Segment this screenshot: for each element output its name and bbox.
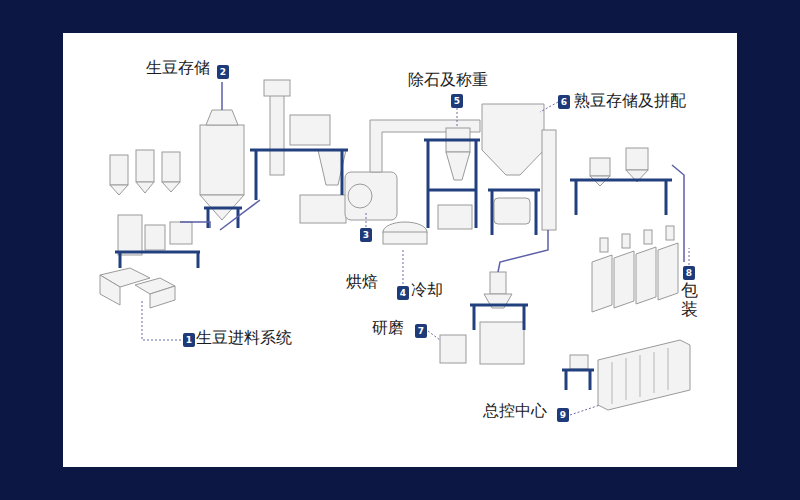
- callout-number: 4: [397, 286, 409, 300]
- callout-number: 7: [415, 324, 427, 338]
- callout-number: 6: [558, 95, 570, 109]
- callout-number: 9: [557, 408, 569, 422]
- callout-number: 3: [360, 228, 372, 242]
- callout-number: 8: [683, 266, 695, 280]
- callout-number: 2: [217, 65, 229, 79]
- callout-number: 1: [183, 333, 195, 347]
- stage-label: 冷却: [411, 280, 443, 299]
- stage-label: 熟豆存储及拼配: [574, 91, 686, 110]
- callout-number: 5: [451, 94, 463, 108]
- stage-label: 烘焙: [346, 272, 378, 291]
- stage-label: 总控中心: [483, 401, 547, 420]
- stage-label: 生豆进料系统: [196, 328, 292, 347]
- stage-label: 研磨: [372, 318, 404, 337]
- stage-label: 除石及称重: [408, 70, 488, 89]
- stage-label: 包装: [681, 281, 698, 318]
- stage-label: 生豆存储: [146, 58, 210, 77]
